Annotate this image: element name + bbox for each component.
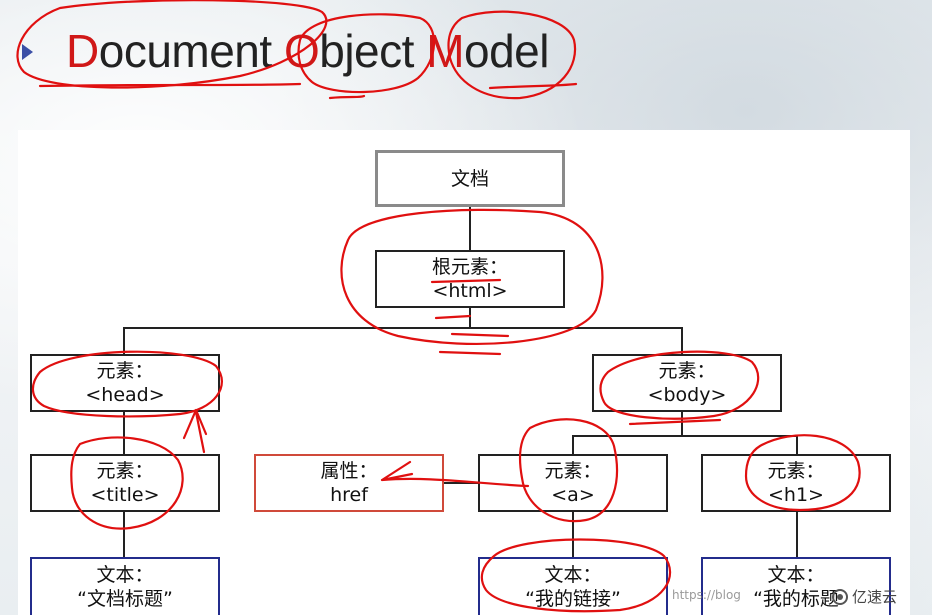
node-head-line1: 元素： [96,360,154,382]
connector-attribute-a [444,482,478,484]
title-cap-o: O [283,25,320,77]
connector-level1-horizontal [123,327,683,329]
watermark-url: https://blog [672,588,741,602]
node-document: 文档 [375,150,565,207]
node-root-line2: <html> [432,280,508,302]
node-h1-line2: <h1> [768,484,824,506]
logo-text: 亿速云 [852,588,898,606]
node-a-line2: <a> [551,484,595,506]
node-attribute-line2: href [330,484,368,506]
title-rest-o: bject [319,25,427,77]
node-root-line1: 根元素： [431,256,508,278]
connector-document-root [469,206,471,250]
logo-cloud-icon [832,588,848,605]
node-body-line2: <body> [647,384,727,406]
slide-title: Document Object Model [66,22,549,80]
connector-to-a [572,435,574,454]
node-text-title-line2: “文档标题” [77,588,173,610]
connector-to-body [681,327,683,354]
node-text-a: 文本： “我的链接” [478,557,668,615]
bullet-triangle-icon [22,44,33,60]
connector-h1-text [796,512,798,558]
node-attribute-line1: 属性： [320,460,378,482]
node-text-a-line1: 文本： [544,564,602,586]
connector-to-h1 [796,435,798,454]
node-root-html: 根元素： <html> [375,250,565,308]
connector-body-down [681,412,683,436]
connector-a-text [572,512,574,558]
node-head: 元素： <head> [30,354,220,412]
connector-head-title [123,412,125,454]
node-text-h1: 文本： “我的标题 [701,557,891,615]
title-rest-m: odel [464,25,549,77]
title-cap-d: D [66,25,99,77]
connector-level2-horizontal [572,435,798,437]
node-a: 元素： <a> [478,454,668,512]
node-text-title: 文本： “文档标题” [30,557,220,615]
node-title: 元素： <title> [30,454,220,512]
node-head-line2: <head> [85,384,165,406]
node-document-label: 文档 [450,167,489,190]
connector-root-down [469,308,471,328]
node-text-h1-line2: “我的标题 [753,588,839,610]
node-text-a-line2: “我的链接” [525,588,621,610]
connector-title-text [123,512,125,558]
title-rest-d: ocument [98,25,284,77]
node-h1-line1: 元素： [767,460,825,482]
title-cap-m: M [426,25,465,77]
connector-to-head [123,327,125,354]
node-title-line2: <title> [90,484,160,506]
node-body-line1: 元素： [658,360,716,382]
node-title-line1: 元素： [96,460,154,482]
node-attribute-href: 属性： href [254,454,444,512]
site-logo: 亿速云 [832,586,897,607]
node-body: 元素： <body> [592,354,782,412]
node-h1: 元素： <h1> [701,454,891,512]
node-a-line1: 元素： [544,460,602,482]
node-text-h1-line1: 文本： [767,564,825,586]
node-text-title-line1: 文本： [96,564,154,586]
